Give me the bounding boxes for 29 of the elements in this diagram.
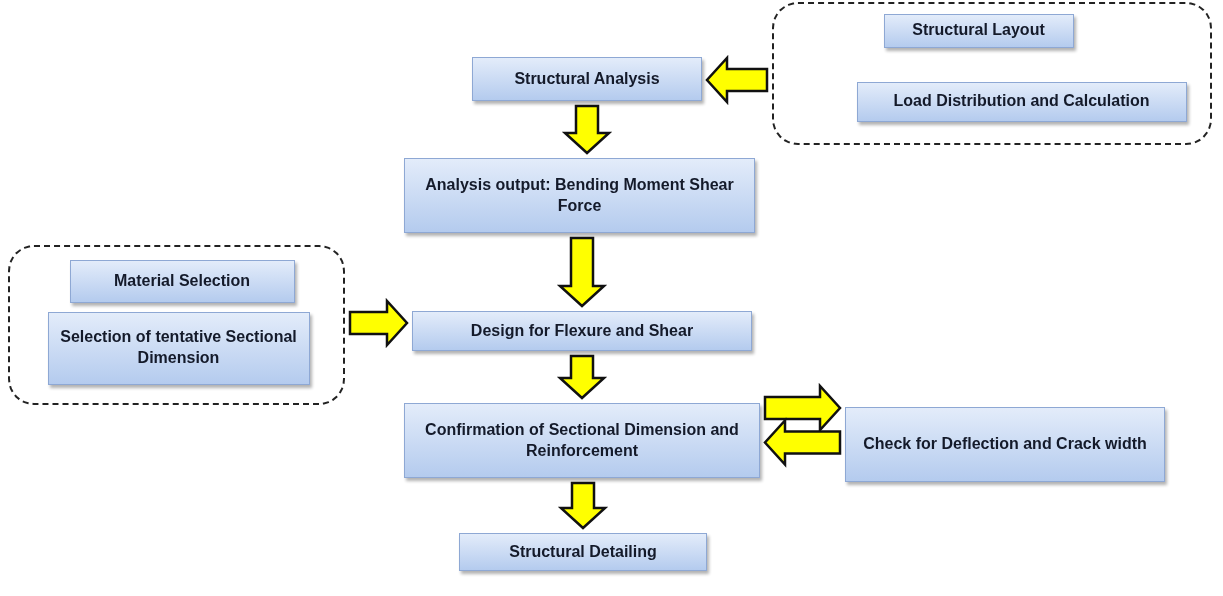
- block-arrow: [556, 354, 608, 400]
- block-arrow: [556, 236, 608, 308]
- process-box: [47, 311, 310, 385]
- process-box: [472, 57, 702, 101]
- process-box: [412, 311, 752, 351]
- step-label: Structural Analysis: [513, 68, 661, 89]
- step-label: Analysis output: Bending Moment Shear Force: [424, 174, 735, 216]
- step-label: Material Selection: [112, 270, 251, 291]
- block-arrow: [763, 417, 842, 468]
- block-arrow: [705, 54, 769, 106]
- step-label: Check for Deflection and Crack width: [862, 434, 1148, 455]
- dashed-group-box: [772, 2, 1212, 145]
- process-box: [404, 158, 755, 233]
- dashed-group-box: [8, 245, 345, 405]
- process-box: [459, 533, 707, 571]
- step-label: Structural Layout: [911, 20, 1046, 41]
- process-box: [856, 81, 1187, 122]
- step-label: Structural Detailing: [508, 541, 658, 562]
- process-box: [69, 259, 295, 303]
- block-arrow: [561, 104, 613, 155]
- process-box: [404, 403, 760, 478]
- process-box: [845, 407, 1165, 482]
- step-label: Load Distribution and Calculation: [892, 91, 1151, 112]
- block-arrow: [557, 481, 609, 530]
- step-label: Selection of tentative Sectional Dimension: [59, 327, 298, 368]
- step-label: Design for Flexure and Shear: [469, 320, 695, 341]
- block-arrow: [348, 297, 409, 349]
- process-box: [883, 13, 1074, 48]
- step-label: Confirmation of Sectional Dimension and Reinforcement: [424, 419, 740, 461]
